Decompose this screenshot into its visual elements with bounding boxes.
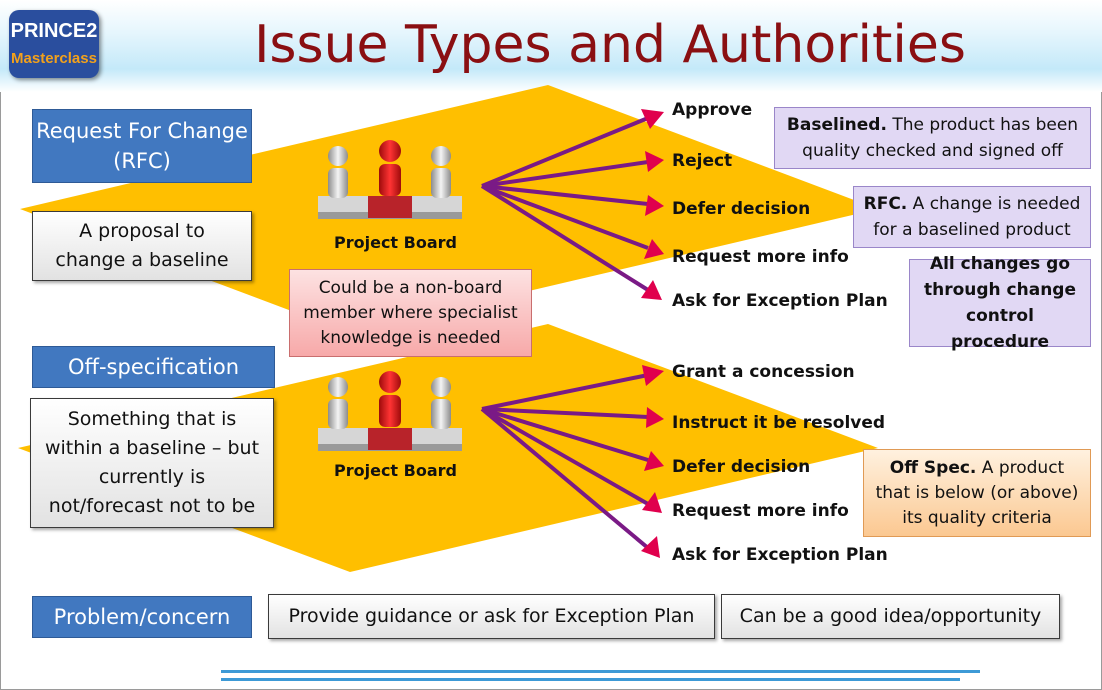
- offspec-option-defer: Defer decision: [672, 457, 811, 477]
- non-board-callout: Could be a non-board member where specia…: [289, 269, 532, 357]
- rfc-description: A proposal to change a baseline: [32, 211, 252, 281]
- offspec-description: Something that is within a baseline – bu…: [30, 398, 274, 528]
- problem-type-label: Problem/concern: [32, 596, 252, 638]
- rfc-board-label: Project Board: [334, 233, 457, 252]
- page-title: Issue Types and Authorities: [254, 15, 966, 75]
- rfc-option-defer: Defer decision: [672, 199, 811, 219]
- offspec-type-label: Off-specification: [32, 346, 275, 388]
- rfc-option-request-info: Request more info: [672, 247, 849, 267]
- rfc-callout: RFC. A change is needed for a baselined …: [853, 186, 1091, 248]
- rfc-option-reject: Reject: [672, 151, 733, 171]
- offspec-callout-text: A product that is below (or above) its q…: [875, 457, 1079, 528]
- offspec-callout: Off Spec. A product that is below (or ab…: [863, 449, 1091, 537]
- baselined-callout: Baselined. The product has been quality …: [774, 107, 1091, 169]
- problem-action: Provide guidance or ask for Exception Pl…: [268, 594, 715, 639]
- rfc-arrows: [480, 109, 664, 300]
- rfc-callout-text: A change is needed for a baselined produ…: [873, 194, 1081, 240]
- rfc-option-exception-plan: Ask for Exception Plan: [672, 291, 888, 311]
- footer-rule-top: [221, 670, 980, 673]
- offspec-option-request-info: Request more info: [672, 501, 849, 521]
- offspec-option-exception-plan: Ask for Exception Plan: [672, 545, 888, 565]
- project-board-figures-rfc: [318, 140, 462, 219]
- offspec-arrows: [480, 365, 664, 558]
- rfc-type-label: Request For Change (RFC): [32, 109, 252, 183]
- project-board-figures-offspec: [318, 371, 462, 451]
- problem-note: Can be a good idea/opportunity: [721, 594, 1060, 639]
- baselined-callout-title: Baselined.: [786, 115, 887, 135]
- logo-text-masterclass: Masterclass: [11, 50, 97, 67]
- header-band: [0, 0, 1102, 92]
- offspec-board-label: Project Board: [334, 461, 457, 480]
- offspec-callout-title: Off Spec.: [889, 457, 977, 478]
- offspec-option-resolve: Instruct it be resolved: [672, 413, 886, 433]
- baselined-callout-text: The product has been quality checked and…: [802, 115, 1079, 161]
- logo-text-prince2: PRINCE2: [10, 20, 98, 42]
- rfc-callout-title: RFC.: [863, 194, 908, 214]
- change-control-callout: All changes go through change control pr…: [909, 254, 1091, 352]
- rfc-option-approve: Approve: [672, 100, 753, 120]
- offspec-option-concession: Grant a concession: [672, 362, 855, 382]
- footer-rule-bottom: [221, 678, 960, 681]
- prince2-logo: PRINCE2 Masterclass: [9, 10, 99, 78]
